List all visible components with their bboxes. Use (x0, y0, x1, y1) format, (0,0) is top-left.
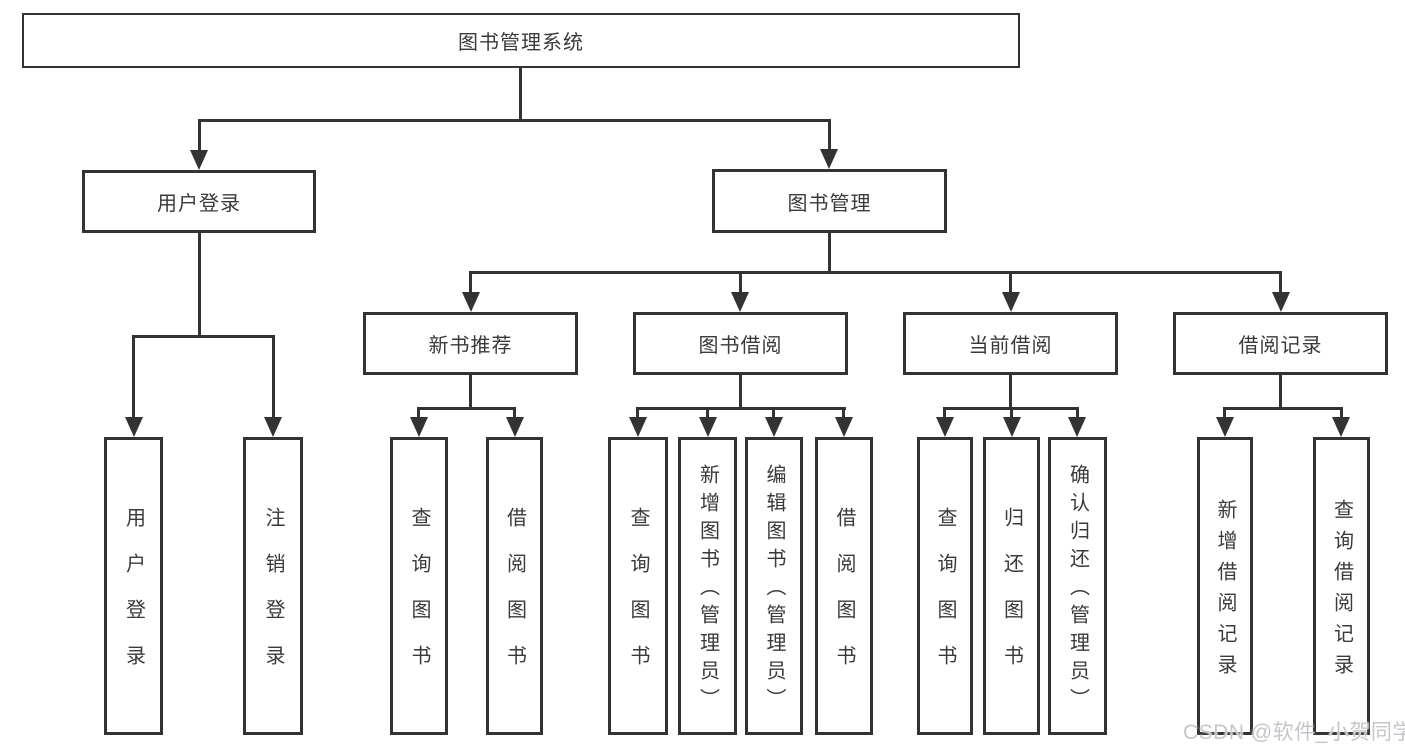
connector-g1-drop-1 (417, 407, 420, 419)
connector-user-login-bar (132, 335, 275, 338)
leaf-current-query-books-label: 查询图书 (934, 507, 956, 691)
connector-g1-trunk (469, 375, 472, 410)
connector-root-bar (198, 119, 831, 122)
connector-g2-drop-3 (772, 407, 775, 419)
connector-g2-bar (637, 407, 846, 410)
leaf-recommend-query-books-label: 查询图书 (408, 507, 430, 691)
arrowhead-g2-2 (699, 417, 717, 437)
connector-drop-new-book (469, 271, 472, 294)
leaf-add-books-admin: 新增图书（管理员） (678, 437, 737, 735)
connector-g2-trunk (739, 375, 742, 410)
leaf-return-books: 归还图书 (983, 437, 1040, 735)
csdn-watermark: CSDN @软件_小贺同学 (1183, 721, 1405, 744)
connector-g3-drop-1 (943, 407, 946, 419)
connector-g4-bar (1224, 407, 1343, 410)
leaf-user-login: 用户登录 (104, 437, 163, 735)
node-user-login: 用户登录 (82, 170, 316, 233)
connector-g2-drop-4 (842, 407, 845, 419)
connector-g1-bar (418, 407, 516, 410)
leaf-add-borrow-record-label: 新增借阅记录 (1214, 498, 1236, 685)
arrowhead-g3-2 (1003, 417, 1021, 437)
leaf-borrow-books: 借阅图书 (815, 437, 873, 735)
leaf-recommend-query-books: 查询图书 (390, 437, 448, 735)
node-current-borrow: 当前借阅 (903, 312, 1118, 375)
connector-book-mgmt-bar (469, 271, 1282, 274)
node-book-borrow: 图书借阅 (633, 312, 848, 375)
arrowhead-new-book (462, 292, 480, 312)
leaf-recommend-borrow-books-label: 借阅图书 (503, 507, 526, 691)
connector-g4-drop-1 (1223, 407, 1226, 419)
leaf-return-books-label: 归还图书 (1000, 507, 1023, 691)
connector-g4-trunk (1279, 375, 1282, 410)
arrowhead-g2-4 (835, 417, 853, 437)
node-book-borrow-label: 图书借阅 (698, 335, 783, 357)
leaf-edit-books-admin: 编辑图书（管理员） (745, 437, 803, 735)
arrowhead-g4-2 (1332, 417, 1350, 437)
node-library-system-label: 图书管理系统 (458, 32, 584, 54)
leaf-confirm-return-admin-label: 确认归还（管理员） (1066, 464, 1089, 716)
arrowhead-g1-1 (410, 417, 428, 437)
connector-drop-leaf-login (132, 335, 135, 419)
arrowhead-g3-3 (1068, 417, 1086, 437)
leaf-query-borrow-record-label: 查询借阅记录 (1330, 498, 1353, 685)
connector-g3-drop-2 (1010, 407, 1013, 419)
node-new-book-recommend-label: 新书推荐 (428, 335, 513, 357)
arrowhead-g3-1 (936, 417, 954, 437)
leaf-user-login-label: 用户登录 (122, 507, 145, 691)
leaf-borrow-query-books: 查询图书 (608, 437, 668, 735)
node-borrow-records-label: 借阅记录 (1238, 335, 1323, 357)
connector-drop-borrow-records (1279, 271, 1282, 294)
arrowhead-leaf-logout (264, 417, 282, 437)
leaf-current-query-books: 查询图书 (917, 437, 973, 735)
node-borrow-records: 借阅记录 (1173, 312, 1388, 375)
connector-g3-trunk (1009, 375, 1012, 410)
node-library-system: 图书管理系统 (22, 13, 1020, 68)
connector-drop-book-mgmt (828, 119, 831, 151)
leaf-recommend-borrow-books: 借阅图书 (486, 437, 543, 735)
arrowhead-g1-2 (506, 417, 524, 437)
node-user-login-label: 用户登录 (157, 193, 241, 215)
connector-drop-user-login (198, 119, 201, 151)
connector-drop-book-borrow (739, 271, 742, 294)
connector-g2-drop-2 (706, 407, 709, 419)
leaf-add-borrow-record: 新增借阅记录 (1197, 437, 1253, 735)
arrowhead-user-login (190, 150, 208, 170)
leaf-add-books-admin-label: 新增图书（管理员） (696, 464, 719, 716)
node-book-mgmt-label: 图书管理 (787, 192, 872, 215)
leaf-query-borrow-record: 查询借阅记录 (1313, 437, 1370, 735)
connector-book-mgmt-trunk (828, 233, 831, 274)
node-new-book-recommend: 新书推荐 (363, 312, 578, 375)
connector-g2-drop-1 (636, 407, 639, 419)
arrowhead-book-borrow (731, 292, 749, 312)
node-book-mgmt: 图书管理 (712, 169, 947, 233)
leaf-borrow-query-books-label: 查询图书 (627, 507, 649, 691)
arrowhead-leaf-login (125, 417, 143, 437)
connector-drop-current-borrow (1009, 271, 1012, 294)
connector-g1-drop-2 (513, 407, 516, 419)
connector-root-trunk (519, 68, 522, 122)
arrowhead-borrow-records (1272, 292, 1290, 312)
arrowhead-current-borrow (1002, 292, 1020, 312)
arrowhead-g2-3 (765, 417, 783, 437)
node-current-borrow-label: 当前借阅 (968, 335, 1053, 357)
arrowhead-book-mgmt (820, 149, 838, 169)
connector-drop-leaf-logout (272, 335, 275, 419)
arrowhead-g4-1 (1216, 417, 1234, 437)
leaf-confirm-return-admin: 确认归还（管理员） (1048, 437, 1107, 735)
leaf-logout: 注销登录 (243, 437, 303, 735)
arrowhead-g2-1 (629, 417, 647, 437)
leaf-edit-books-admin-label: 编辑图书（管理员） (763, 464, 785, 716)
leaf-logout-label: 注销登录 (262, 507, 284, 691)
connector-user-login-trunk (198, 233, 201, 338)
connector-g4-drop-2 (1340, 407, 1343, 419)
leaf-borrow-books-label: 借阅图书 (833, 507, 855, 691)
connector-g3-drop-3 (1076, 407, 1079, 419)
